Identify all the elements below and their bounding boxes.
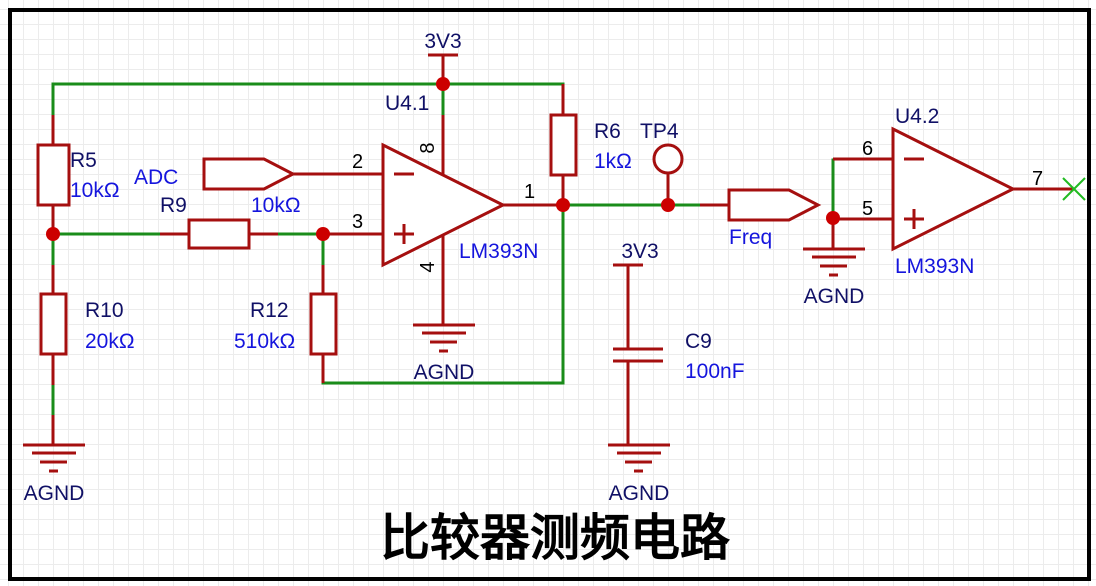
r5-value: 10kΩ	[70, 179, 120, 202]
r5-designator: R5	[70, 149, 97, 172]
comparator-u41[interactable]: 2 3 1 8 4 U4.1 LM393N	[323, 92, 563, 295]
r6-designator: R6	[594, 120, 621, 143]
u41-pin-3: 3	[352, 211, 363, 233]
ground-label: AGND	[24, 482, 85, 505]
c9-value: 100nF	[685, 360, 745, 383]
u42-value: LM393N	[895, 255, 974, 278]
u42-pin-6: 6	[862, 138, 873, 160]
power-label: 3V3	[424, 30, 461, 53]
wire-top-rail[interactable]	[51, 82, 565, 117]
c9-designator: C9	[685, 330, 712, 353]
r10-value: 20kΩ	[85, 330, 135, 353]
adc-label: ADC	[134, 166, 178, 189]
power-3v3-top: 3V3	[424, 30, 462, 84]
junction-dot	[556, 198, 570, 212]
power-3v3-c9-label: 3V3	[621, 240, 658, 263]
u42-pin-7: 7	[1032, 168, 1043, 190]
r10-designator: R10	[85, 299, 124, 322]
u41-pin-1: 1	[524, 181, 535, 203]
r9-value: 10kΩ	[251, 194, 301, 217]
ground-label: AGND	[804, 285, 865, 308]
ground-r10: AGND	[23, 415, 85, 505]
net-port-freq[interactable]: Freq	[700, 188, 822, 249]
comparator-u42[interactable]: 6 5 7 U4.2 LM393N	[833, 105, 1073, 278]
u41-pin-8: 8	[417, 142, 439, 153]
tp4-designator: TP4	[640, 120, 679, 143]
u41-value: LM393N	[459, 240, 538, 263]
no-connect-marker	[1062, 177, 1086, 201]
freq-label: Freq	[729, 226, 772, 249]
capacitor-c9[interactable]: 3V3 C9 100nF	[613, 240, 745, 445]
ground-label: AGND	[609, 482, 670, 505]
r12-designator: R12	[250, 299, 289, 322]
ground-u42: AGND	[803, 219, 865, 308]
u41-pin-2: 2	[352, 151, 363, 173]
test-point-tp4[interactable]: TP4	[640, 120, 684, 205]
u42-pin-5: 5	[862, 198, 873, 220]
resistor-r10[interactable]: R10 20kΩ	[39, 265, 135, 385]
wire-feedback[interactable]	[321, 203, 565, 385]
junction-dot	[661, 198, 675, 212]
r12-value: 510kΩ	[234, 330, 295, 353]
r6-value: 1kΩ	[594, 150, 632, 173]
junction-dot	[436, 77, 450, 91]
ground-c9: AGND	[608, 443, 670, 505]
junction-dot	[46, 227, 60, 241]
junctions	[46, 77, 840, 241]
junction-dot	[826, 211, 840, 225]
u42-designator: U4.2	[895, 105, 939, 128]
net-port-adc[interactable]: ADC	[134, 157, 383, 191]
junction-dot	[316, 227, 330, 241]
resistor-r12[interactable]: R12 510kΩ	[234, 265, 338, 383]
u41-pin-4: 4	[417, 261, 439, 272]
ground-u41: AGND	[413, 295, 475, 384]
ground-label: AGND	[414, 361, 475, 384]
r9-designator: R9	[160, 194, 187, 217]
resistor-r9[interactable]: R9 10kΩ	[160, 194, 301, 250]
resistor-r6[interactable]: R6 1kΩ	[549, 84, 632, 205]
u41-designator: U4.1	[385, 92, 429, 115]
sheet-border	[8, 8, 1091, 581]
schematic-title: 比较器测频电路	[380, 508, 731, 567]
resistor-r5[interactable]: R5 10kΩ	[36, 115, 120, 234]
